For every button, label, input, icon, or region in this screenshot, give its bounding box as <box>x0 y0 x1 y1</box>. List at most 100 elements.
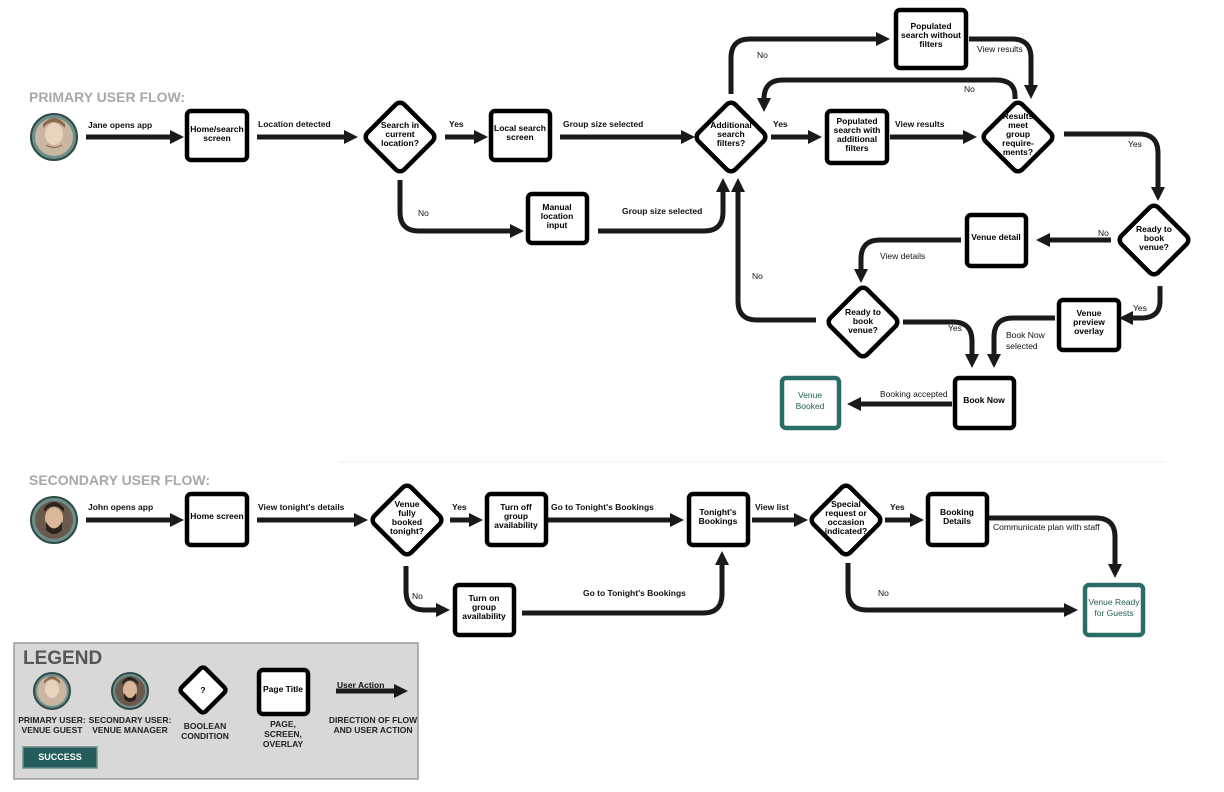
svg-text:Bookings: Bookings <box>699 516 738 526</box>
svg-text:filters: filters <box>919 39 942 49</box>
node-venue-booked: Venue Booked <box>779 375 842 431</box>
secondary-connectors <box>86 513 1122 617</box>
svg-text:Populated: Populated <box>836 116 877 126</box>
jane-avatar <box>30 113 78 161</box>
svg-text:availability: availability <box>462 611 506 621</box>
svg-text:Search in: Search in <box>381 120 419 130</box>
legend: LEGEND PRIMARY USER: VENUE GUEST SECONDA… <box>13 642 419 780</box>
svg-text:indicated?: indicated? <box>825 526 868 536</box>
svg-text:Venue detail: Venue detail <box>971 232 1021 242</box>
svg-text:Home screen: Home screen <box>190 511 243 521</box>
label-no-booked: No <box>412 591 423 601</box>
svg-text:Book Now: Book Now <box>963 395 1005 405</box>
svg-text:location: location <box>541 211 574 221</box>
node-book-now: Book Now <box>952 375 1017 431</box>
label-group-size-selected-1: Group size selected <box>563 119 643 129</box>
node-local-search-screen: Local search screen <box>488 108 553 163</box>
node-additional-search-filters: Additional search filters? <box>694 100 768 174</box>
label-no-results: No <box>964 84 975 94</box>
node-populated-search-without-filters: Populated search without filters <box>893 7 969 71</box>
legend-boolean-symbol: ? <box>178 665 228 715</box>
node-ready-to-book-venue-1: Ready to book venue? <box>1117 203 1191 277</box>
legend-arrow-symbol <box>336 684 408 698</box>
legend-secondary-avatar <box>111 672 149 710</box>
label-no-ready-2: No <box>752 271 763 281</box>
legend-page-symbol: Page Title <box>256 667 311 717</box>
primary-connectors <box>86 32 1165 411</box>
label-no-manual: No <box>418 208 429 218</box>
svg-text:fully: fully <box>398 508 416 518</box>
svg-text:Details: Details <box>943 516 971 526</box>
node-results-meet-group-requirements: Results meet group require- ments? <box>981 100 1055 174</box>
node-turn-off-group-availability: Turn off group availability <box>484 491 549 548</box>
svg-text:Populated: Populated <box>910 21 951 31</box>
svg-text:filters: filters <box>845 143 868 153</box>
secondary-flow-title: SECONDARY USER FLOW: <box>29 472 210 488</box>
svg-text:Venue Ready: Venue Ready <box>1088 597 1140 607</box>
svg-text:Booked: Booked <box>796 401 825 411</box>
svg-text:book: book <box>1144 233 1165 243</box>
svg-text:venue?: venue? <box>848 325 878 335</box>
label-go-tonights-bookings-2: Go to Tonight's Bookings <box>583 588 686 598</box>
svg-text:tonight?: tonight? <box>390 526 424 536</box>
svg-text:Venue: Venue <box>1076 308 1101 318</box>
svg-text:search with: search with <box>834 125 881 135</box>
label-view-results-2: View results <box>895 119 945 129</box>
svg-text:search without: search without <box>901 30 961 40</box>
label-yes-booked: Yes <box>452 502 467 512</box>
svg-text:Booking: Booking <box>940 507 974 517</box>
legend-primary-caption-2: VENUE GUEST <box>22 725 84 735</box>
svg-text:preview: preview <box>1073 317 1105 327</box>
label-no-special: No <box>878 588 889 598</box>
node-venue-ready-for-guests: Venue Ready for Guests <box>1082 582 1146 638</box>
label-booking-accepted: Booking accepted <box>880 389 948 399</box>
svg-text:Turn off: Turn off <box>500 502 532 512</box>
svg-text:Turn on: Turn on <box>469 593 500 603</box>
svg-text:Manual: Manual <box>542 202 571 212</box>
node-venue-fully-booked-tonight: Venue fully booked tonight? <box>370 483 444 557</box>
node-home-screen: Home screen <box>184 491 250 548</box>
node-home-search: Home/search screen <box>184 108 250 163</box>
label-book-now-selected-1: Book Now <box>1006 330 1046 340</box>
svg-text:Tonight's: Tonight's <box>699 507 737 517</box>
legend-page-caption-2: SCREEN, <box>264 729 302 739</box>
svg-text:group: group <box>1006 129 1030 139</box>
label-no-filters: No <box>757 50 768 60</box>
svg-text:location?: location? <box>381 138 419 148</box>
legend-secondary-caption-1: SECONDARY USER: <box>89 715 172 725</box>
primary-flow-title: PRIMARY USER FLOW: <box>29 89 185 105</box>
label-view-details: View details <box>880 251 925 261</box>
svg-text:Ready to: Ready to <box>845 307 881 317</box>
label-yes-ready-2: Yes <box>948 323 962 333</box>
svg-text:venue?: venue? <box>1139 242 1169 252</box>
label-john-opens-app: John opens app <box>88 502 153 512</box>
svg-text:ments?: ments? <box>1003 147 1033 157</box>
label-yes-ready-1: Yes <box>1133 303 1147 313</box>
node-special-request-indicated: Special request or occasion indicated? <box>809 483 883 557</box>
legend-arrow-label: User Action <box>337 680 384 690</box>
svg-text:occasion: occasion <box>828 517 865 527</box>
label-yes-local: Yes <box>449 119 464 129</box>
node-booking-details: Booking Details <box>925 491 990 548</box>
legend-arrow-caption-2: AND USER ACTION <box>333 725 412 735</box>
label-view-tonights-details: View tonight's details <box>258 502 345 512</box>
label-no-ready-1: No <box>1098 228 1109 238</box>
node-tonights-bookings: Tonight's Bookings <box>686 491 751 548</box>
label-view-list: View list <box>755 502 789 512</box>
svg-text:Special: Special <box>831 499 861 509</box>
svg-text:input: input <box>547 220 568 230</box>
node-search-current-location: Search in current location? <box>363 100 437 174</box>
node-venue-preview-overlay: Venue preview overlay <box>1056 297 1122 353</box>
node-manual-location-input: Manual location input <box>525 191 590 246</box>
legend-page-caption-3: OVERLAY <box>263 739 304 749</box>
svg-text:screen: screen <box>203 133 230 143</box>
svg-text:Additional: Additional <box>710 120 752 130</box>
legend-primary-avatar <box>33 672 71 710</box>
svg-text:Home/search: Home/search <box>190 124 243 134</box>
svg-text:require-: require- <box>1002 138 1034 148</box>
legend-primary-caption-1: PRIMARY USER: <box>18 715 86 725</box>
label-go-tonights-bookings-1: Go to Tonight's Bookings <box>551 502 654 512</box>
svg-text:overlay: overlay <box>1074 326 1104 336</box>
svg-text:Results: Results <box>1003 111 1034 121</box>
